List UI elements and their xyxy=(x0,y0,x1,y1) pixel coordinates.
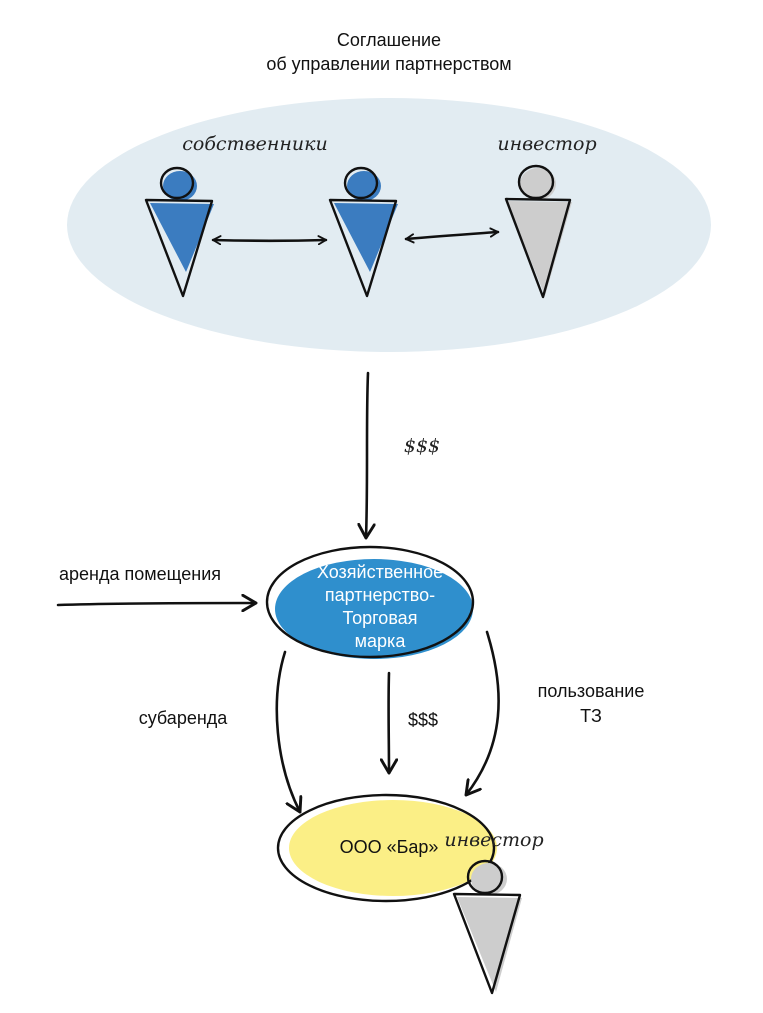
owner-person-icon xyxy=(144,166,214,298)
bar-node: ООО «Бар» xyxy=(276,793,497,903)
investor-person-icon xyxy=(452,859,522,995)
partnership-line-3: Торговая xyxy=(343,608,418,628)
investor-bottom-label: инвестор xyxy=(444,829,543,851)
partnership-node: Хозяйственное партнерство- Торговая марк… xyxy=(265,545,475,659)
money-mid-label: $$$ xyxy=(408,710,438,730)
title-line-2: об управлении партнерством xyxy=(266,54,511,74)
investor-person-icon xyxy=(504,164,572,299)
owner-person-icon xyxy=(328,166,398,298)
bar-label: ООО «Бар» xyxy=(340,837,439,857)
owners-relation-arrow xyxy=(211,240,328,241)
trademark-use-line-1: пользование xyxy=(538,681,645,701)
rent-label: аренда помещения xyxy=(59,564,221,584)
investor-label: инвестор xyxy=(497,133,596,155)
trademark-use-arrow xyxy=(466,630,500,795)
owners-label: собственники xyxy=(182,133,328,155)
rent-arrow xyxy=(56,603,256,605)
sublease-label: субаренда xyxy=(139,708,229,728)
investor-relation-arrow xyxy=(404,232,500,239)
title-line-1: Соглашение xyxy=(337,30,441,50)
money-flow-arrow xyxy=(366,371,368,538)
money-top-label: $$$ xyxy=(404,435,440,457)
partnership-line-1: Хозяйственное xyxy=(317,562,443,582)
partnership-line-2: партнерство- xyxy=(325,585,435,605)
trademark-use-line-2: ТЗ xyxy=(580,706,602,726)
partnership-line-4: марка xyxy=(355,631,407,651)
sublease-arrow xyxy=(275,650,300,812)
